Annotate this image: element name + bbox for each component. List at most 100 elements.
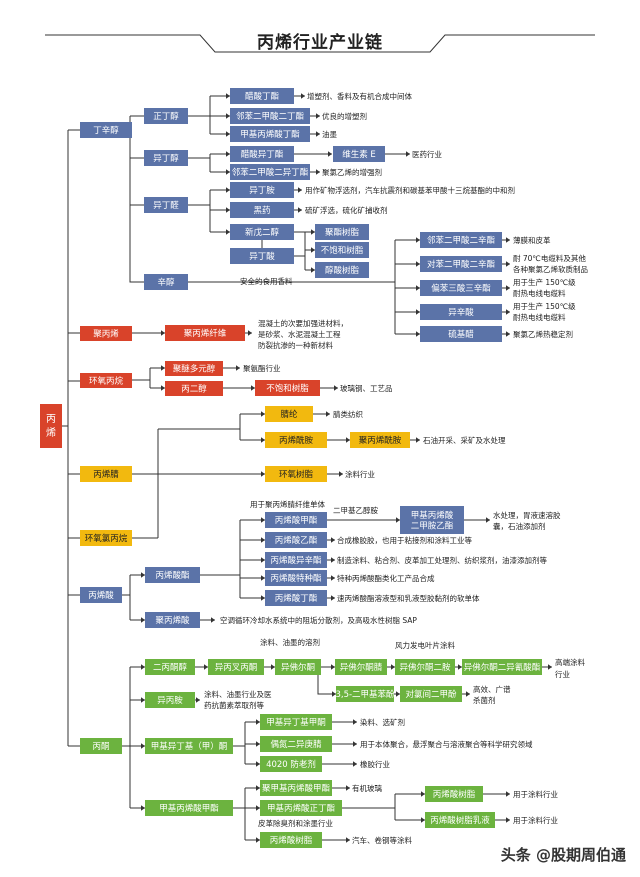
arrow-head [261, 517, 265, 523]
arrow-head [506, 237, 510, 243]
node-label-n22: 异辛酸 [448, 307, 474, 318]
node-box-n36 [265, 512, 327, 528]
arrow-head [256, 805, 260, 811]
annotation-t40: 涂料、油墨行业及医 [204, 689, 272, 699]
arrow-head [226, 169, 230, 175]
arrow-head [331, 575, 335, 581]
node-box-n15 [315, 224, 369, 240]
node-label-n44: 聚丙烯酸 [155, 615, 190, 626]
node-label-n60: 甲基丙烯酸甲酯 [159, 803, 219, 814]
arrow-head [396, 517, 400, 523]
arrow-head [236, 365, 240, 371]
node-label-n10: 异丁醛 [153, 200, 179, 211]
node-box-n46 [208, 659, 264, 675]
annotation-t42: 染料、选矿剂 [360, 717, 405, 727]
arrow-head [226, 187, 230, 193]
arrow-head [339, 471, 343, 477]
node-label-n37: 甲基丙烯酸 [411, 510, 454, 521]
node-box-n40 [265, 570, 327, 586]
node-box-n29 [255, 380, 320, 396]
annotation-t33: 空调循环冷却水系统中的阻垢分散剂，及高吸水性树脂 SAP [220, 615, 417, 625]
annotation-t31: 特种丙烯酸酯类化工产品合成 [337, 573, 435, 583]
node-label-n54: 丙酮 [92, 742, 109, 752]
node-box-n62 [425, 786, 483, 802]
arrow-head [506, 331, 510, 337]
node-box-n56 [145, 738, 233, 754]
node-box-n59 [260, 780, 332, 796]
node-box-n45 [145, 659, 195, 675]
node-box-root [40, 404, 62, 448]
node-label-n3: 醋酸丁酯 [245, 91, 280, 102]
annotation-t3: 油墨 [322, 129, 337, 139]
arrow-head [416, 331, 420, 337]
arrow-head [256, 719, 260, 725]
arrow-head [458, 664, 462, 670]
node-box-n25 [165, 325, 245, 341]
node-label-n1: 丁辛醇 [93, 125, 119, 136]
annotation-t44: 橡胶行业 [360, 759, 390, 769]
arrow-head [396, 691, 400, 697]
node-box-n19 [420, 232, 502, 248]
node-box-n51 [336, 686, 394, 702]
node-box-n48 [335, 659, 387, 675]
node-label-n16: 不饱和树脂 [321, 245, 364, 256]
annotation-t27: 水处理，胃液速溶胶 [493, 510, 561, 520]
node-label-n29: 不饱和树脂 [266, 383, 309, 394]
arrow-head [332, 691, 336, 697]
arrow-head [421, 817, 425, 823]
annotation-t10: 耐 70℃电缆料及其他 [513, 253, 586, 263]
arrow-head [141, 664, 145, 670]
annotation-t28: 囊，石油添加剂 [493, 521, 546, 531]
node-label-n17: 醇酸树脂 [325, 265, 360, 276]
annotation-t25: 用于聚丙烯腈纤维单体 [250, 499, 325, 509]
watermark: 头条 @股期周伯通 [500, 846, 626, 864]
node-box-n64 [260, 832, 322, 848]
annotation-t22: 腈类纺织 [333, 409, 363, 419]
connector-line [129, 129, 144, 283]
annotation-t32: 速丙烯酸酯溶液型和乳液型胶黏剂的软单体 [337, 593, 480, 603]
arrow-head [311, 267, 315, 273]
annotation-t5: 聚氯乙烯的增强剂 [322, 167, 382, 177]
annotation-t35: 风力发电叶片涂料 [395, 640, 455, 650]
annotation-t17: 混凝土的次要加强进材料， [258, 318, 348, 328]
annotation-t1: 增塑剂、香料及有机合成中间体 [307, 91, 412, 101]
annotation-t26: 二甲基乙醇胺 [333, 505, 378, 515]
arrow-head [226, 113, 230, 119]
node-box-n55 [260, 714, 332, 730]
arrow-head [271, 664, 275, 670]
node-box-n6 [144, 150, 188, 166]
arrow-head [141, 697, 145, 703]
node-label-n38: 丙烯酸乙酯 [275, 535, 318, 546]
arrow-head [226, 131, 230, 137]
annotation-t9: 薄膜和皮革 [513, 235, 551, 245]
node-label-n8: 维生素 E [342, 149, 376, 160]
node-label-n58: 4020 防老剂 [266, 759, 316, 770]
node-label-n53: 异丙胺 [157, 695, 183, 706]
arrow-head [251, 385, 255, 391]
node-box-n11 [230, 182, 294, 198]
node-box-n27 [165, 361, 223, 376]
node-label-n36: 丙烯酸甲酯 [275, 515, 318, 526]
annotation-t8: 安全的食用香料 [240, 276, 293, 286]
arrow-head [298, 207, 302, 213]
node-label-n12: 黑药 [253, 205, 270, 216]
annotation-t2: 优良的增塑剂 [322, 111, 367, 121]
arrow-head [346, 785, 350, 791]
node-box-n4 [230, 108, 310, 124]
node-label-n31: 丙烯酰胺 [279, 435, 314, 446]
node-label-n50: 异佛尔酮二异氰酸酯 [464, 662, 541, 673]
arrow-head [331, 537, 335, 543]
node-label-n23: 硫基醋 [448, 329, 474, 340]
node-label-n47: 异佛尔酮 [281, 662, 315, 673]
node-label-n43: 丙烯酸酯 [155, 570, 190, 581]
arrow-head [353, 719, 357, 725]
node-label-n9: 邻苯二甲酸二异丁酯 [232, 167, 309, 178]
arrow-head [416, 285, 420, 291]
arrow-head [261, 575, 265, 581]
node-box-n10 [144, 197, 188, 213]
node-label-n45: 二丙酮醇 [153, 662, 188, 673]
annotation-t19: 防裂抗渗的一种新材料 [258, 340, 333, 350]
annotation-t16: 聚氯乙烯热稳定剂 [513, 329, 573, 339]
arrow-head [334, 385, 338, 391]
